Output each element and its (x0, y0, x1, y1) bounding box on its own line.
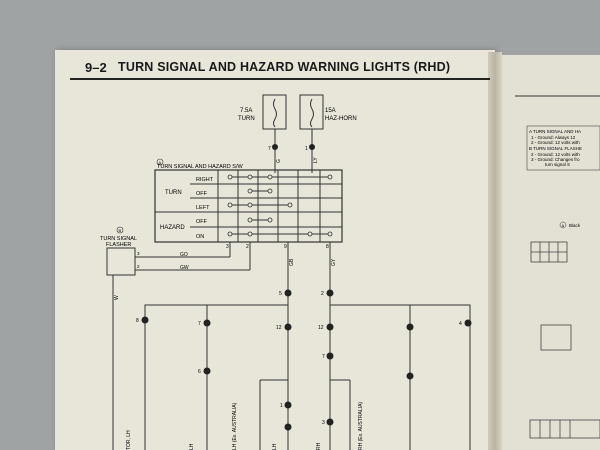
row-left: LEFT (196, 205, 210, 211)
rp-line-5: 2 - Ground: 12 volts with (531, 152, 580, 157)
switch-pin-3: 3 (226, 244, 229, 250)
row-off-2: OFF (196, 219, 208, 225)
rp-line-1: A TURN SIGNAL AND HA (529, 129, 581, 134)
fuse1-name: TURN (238, 116, 255, 122)
switch-pin-9: 9 (284, 244, 287, 250)
junction-1: 1 (280, 403, 283, 409)
rp-line-3: 2 - Ground: 12 volts with (531, 140, 580, 145)
junction-7b: 7 (322, 354, 325, 360)
row-right: RIGHT (196, 177, 214, 183)
rp-line-2: 1 - Ground: Always 12 (531, 135, 576, 140)
wire-fuse2: LY (313, 157, 319, 163)
wire-bottom: W (114, 295, 120, 300)
header-rule (70, 78, 490, 80)
label-rh-ex: RH (Ex. AUSTRALIA) (358, 402, 364, 450)
flasher-label-2: FLASHER (106, 242, 131, 248)
wire-flasher-b: GW (180, 265, 189, 271)
switch-group-turn: TURN (165, 190, 182, 196)
wire-fuse1: G (276, 159, 282, 163)
fuse1-rating: 7.5A (240, 108, 252, 114)
junction-3: 3 (322, 420, 325, 426)
wire-flasher-a: GO (180, 252, 188, 258)
label-lh-2: LH (272, 443, 278, 450)
label-lh-ex: LH (Ex. AUSTRALIA) (232, 402, 238, 450)
rp-line-7: turn signal S (545, 162, 570, 167)
flasher-tag: B (119, 228, 122, 233)
flasher-box (106, 247, 136, 276)
row-on: ON (196, 234, 204, 240)
junction-5: 5 (279, 291, 282, 297)
rp-connector-label: Black (569, 223, 581, 228)
rp-line-4: B TURN SIGNAL FLASHE (529, 146, 582, 151)
fuse-haz-icon (310, 98, 314, 128)
junction-4: 4 (459, 321, 462, 327)
fuse2-rating: 15A (325, 108, 336, 114)
junction-8: 8 (136, 318, 139, 324)
junction-2: 2 (321, 291, 324, 297)
page-header: 9–2 TURN SIGNAL AND HAZARD WARNING LIGHT… (85, 60, 485, 80)
fuse2-name: HAZ-HORN (325, 116, 357, 122)
left-page (55, 50, 495, 450)
switch-pin-2: 2 (246, 244, 249, 250)
page-title: TURN SIGNAL AND HAZARD WARNING LIGHTS (R… (118, 60, 451, 74)
wire-left: GB (289, 258, 295, 266)
rp-line-6: 3 - Ground: Changes fro (531, 157, 580, 162)
book-gutter (488, 52, 502, 450)
switch-pin-8: 8 (326, 244, 329, 250)
label-lh-1: LH (189, 443, 195, 450)
switch-title: TURN SIGNAL AND HAZARD S/W (157, 164, 243, 170)
flasher-label-1: TURN SIGNAL (100, 236, 137, 242)
flasher-pin-2: 2 (137, 264, 140, 269)
right-page (495, 55, 600, 450)
rp-connector-tag: A (562, 223, 565, 228)
label-tor-lh: TOR, LH (126, 430, 132, 450)
junction-6: 6 (198, 369, 201, 375)
switch-box (154, 169, 343, 243)
page-number: 9–2 (85, 60, 107, 75)
junction-7a: 7 (198, 321, 201, 327)
wire-right: GY (331, 258, 337, 266)
fuse2-pin: 1 (305, 146, 308, 152)
flasher-pin-3: 3 (137, 251, 140, 256)
row-off-1: OFF (196, 191, 208, 197)
fuse-turn-icon (273, 98, 277, 128)
switch-tag: A (159, 160, 162, 165)
switch-group-hazard: HAZARD (160, 225, 185, 231)
junction-12b: 12 (318, 325, 324, 331)
label-rh: RH (316, 442, 322, 450)
fuse1-pin: 7 (268, 146, 271, 152)
junction-12a: 12 (276, 325, 282, 331)
